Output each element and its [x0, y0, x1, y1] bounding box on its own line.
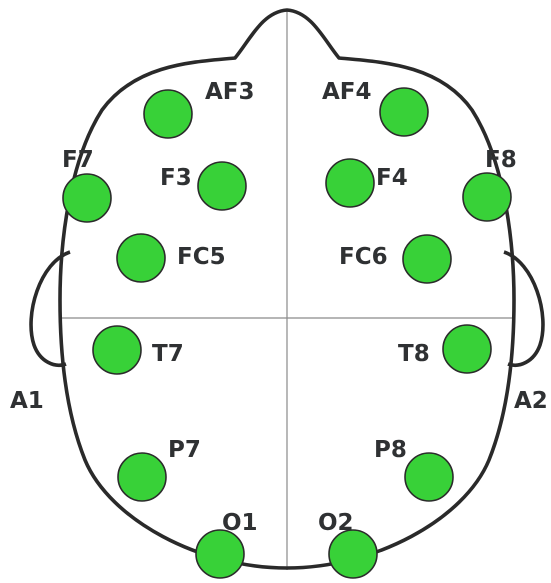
electrode-label: F8 [485, 147, 517, 173]
electrode-af3: AF3 [143, 79, 255, 139]
right-ear [503, 250, 545, 367]
electrode-dot [325, 158, 375, 208]
electrode-dot [462, 172, 512, 222]
electrode-dot [379, 87, 429, 137]
electrode-label: F3 [160, 165, 192, 191]
electrode-fc6: FC6 [339, 234, 452, 284]
electrode-dot [92, 325, 142, 375]
electrode-dot [116, 233, 166, 283]
electrode-dot [402, 234, 452, 284]
ear-label-a2: A2 [514, 388, 548, 414]
electrode-label: F4 [376, 165, 408, 191]
electrode-label: AF4 [322, 79, 372, 105]
electrode-label: FC5 [177, 244, 226, 270]
electrode-label: AF3 [205, 79, 255, 105]
electrode-label: O2 [318, 510, 354, 536]
electrode-fc5: FC5 [116, 233, 226, 283]
electrode-t7: T7 [92, 325, 184, 375]
electrode-dot [442, 324, 492, 374]
electrode-p8: P8 [374, 437, 454, 502]
electrode-t8: T8 [398, 324, 492, 374]
electrode-dot [117, 452, 167, 502]
electrode-label: T8 [398, 341, 430, 367]
electrode-dot [195, 529, 245, 579]
left-ear [29, 250, 71, 367]
electrode-o2: O2 [318, 510, 378, 579]
electrode-label: T7 [152, 341, 184, 367]
electrode-dot [62, 173, 112, 223]
electrode-f8: F8 [462, 147, 517, 222]
electrode-label: O1 [222, 510, 258, 536]
electrode-dot [197, 161, 247, 211]
electrode-label: FC6 [339, 244, 388, 270]
electrode-label: P7 [168, 437, 201, 463]
electrode-label: F7 [62, 147, 94, 173]
electrode-f7: F7 [62, 147, 112, 223]
electrode-f4: F4 [325, 158, 408, 208]
electrode-label: P8 [374, 437, 407, 463]
electrode-dot [404, 452, 454, 502]
electrode-af4: AF4 [322, 79, 429, 137]
electrode-p7: P7 [117, 437, 201, 502]
electrode-o1: O1 [195, 510, 258, 579]
electrode-dot [143, 89, 193, 139]
electrode-dot [328, 529, 378, 579]
head-outline [58, 8, 516, 570]
ear-label-a1: A1 [10, 388, 44, 414]
electrode-f3: F3 [160, 161, 247, 211]
